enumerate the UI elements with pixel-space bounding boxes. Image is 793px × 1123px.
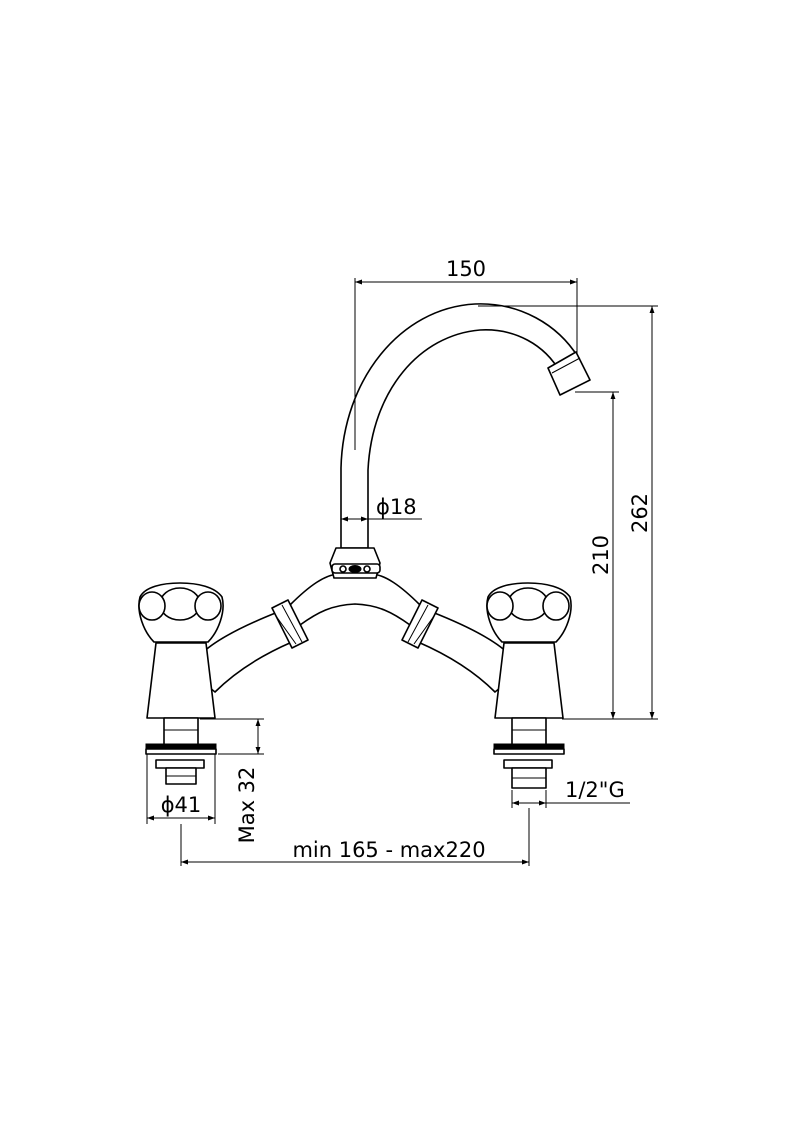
- center-distance-label: min 165 - max220: [292, 838, 485, 862]
- dimension-spout-reach: 150: [354, 257, 578, 450]
- max-deck-thickness-label: Max 32: [235, 767, 259, 844]
- dimension-max-deck-thickness: Max 32: [200, 718, 264, 844]
- right-valve-body: [494, 642, 564, 719]
- left-valve-body: [146, 642, 216, 719]
- left-lock-nut: [155, 759, 205, 769]
- dimension-spout-diameter: ϕ18: [341, 495, 422, 522]
- dimension-spout-height: 210: [575, 391, 619, 719]
- total-height-label: 262: [628, 493, 652, 533]
- base-diameter-label: ϕ41: [161, 793, 202, 817]
- dimension-thread: 1/2"G: [511, 778, 630, 808]
- dimension-base-diameter: ϕ41: [146, 754, 216, 824]
- dimension-center-distance: min 165 - max220: [180, 808, 530, 866]
- left-washer: [145, 743, 217, 749]
- right-washer: [493, 743, 565, 749]
- right-lock-nut: [503, 759, 553, 769]
- dimension-total-height: 262: [478, 305, 658, 720]
- spout-reach-label: 150: [446, 257, 486, 281]
- center-body: [289, 573, 421, 626]
- spout-diameter-label: ϕ18: [376, 495, 417, 519]
- aerator: [547, 351, 591, 396]
- thread-label: 1/2"G: [565, 778, 625, 802]
- spout-height-label: 210: [589, 535, 613, 575]
- left-shank: [163, 717, 199, 747]
- right-shank: [511, 717, 547, 747]
- collar-screw: [348, 565, 362, 573]
